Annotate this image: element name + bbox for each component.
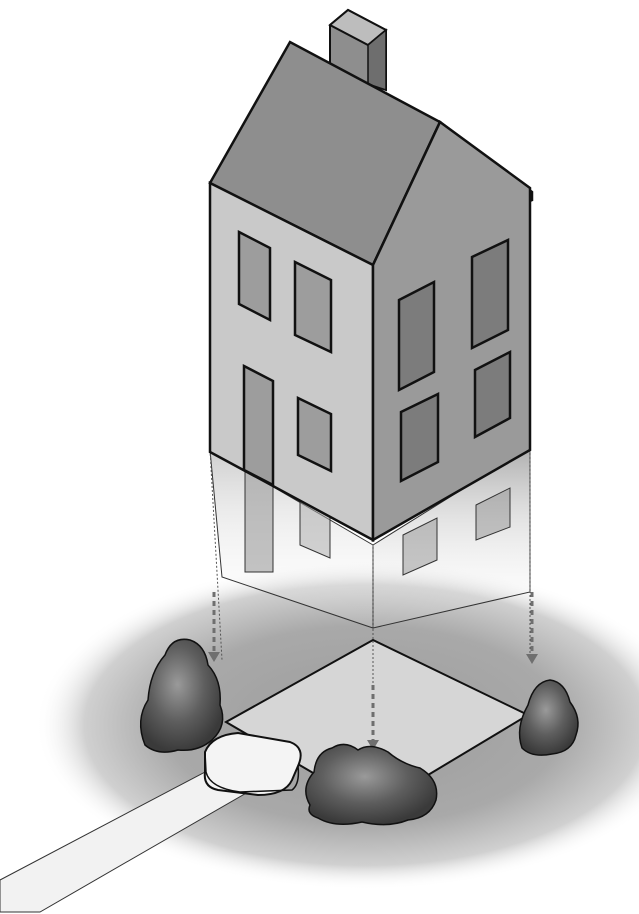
house-ghost-projection bbox=[209, 446, 531, 690]
shrub-right bbox=[518, 679, 579, 756]
window-side-lower-left bbox=[399, 392, 440, 484]
front-step bbox=[203, 731, 302, 797]
front-windows bbox=[237, 229, 333, 488]
shrub-center bbox=[305, 743, 438, 826]
window-side-upper-right bbox=[470, 238, 510, 351]
window-front-upper-left bbox=[237, 229, 272, 323]
side-windows bbox=[397, 238, 512, 484]
shrub-left bbox=[139, 638, 224, 753]
window-side-lower-right bbox=[473, 349, 512, 440]
window-front-upper-right bbox=[293, 259, 333, 354]
window-side-upper-left bbox=[397, 279, 436, 393]
front-door bbox=[242, 363, 275, 488]
window-front-lower-right bbox=[296, 396, 333, 473]
drop-arrows bbox=[208, 592, 538, 750]
